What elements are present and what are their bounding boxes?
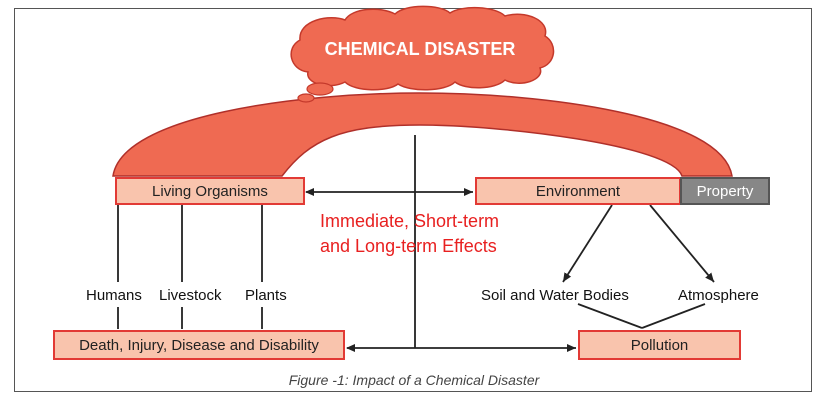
soil-water-label: Soil and Water Bodies: [481, 287, 629, 304]
impact-arch: [112, 92, 733, 177]
effects-label-line1: Immediate, Short-term: [320, 211, 500, 231]
effects-label-line2: and Long-term Effects: [320, 236, 497, 256]
property-box: Property: [680, 177, 770, 205]
living-organisms-box: Living Organisms: [115, 177, 305, 205]
environment-box: Environment: [475, 177, 681, 205]
figure-caption: Figure -1: Impact of a Chemical Disaster: [288, 372, 540, 388]
chemical-disaster-cloud: [290, 5, 555, 103]
humans-label: Humans: [86, 287, 142, 304]
livestock-label: Livestock: [159, 287, 222, 304]
atmosphere-label: Atmosphere: [678, 287, 759, 304]
plants-label: Plants: [245, 287, 287, 304]
pollution-box: Pollution: [578, 330, 741, 360]
chemical-disaster-title: CHEMICAL DISASTER: [324, 39, 516, 59]
death-injury-box: Death, Injury, Disease and Disability: [53, 330, 345, 360]
